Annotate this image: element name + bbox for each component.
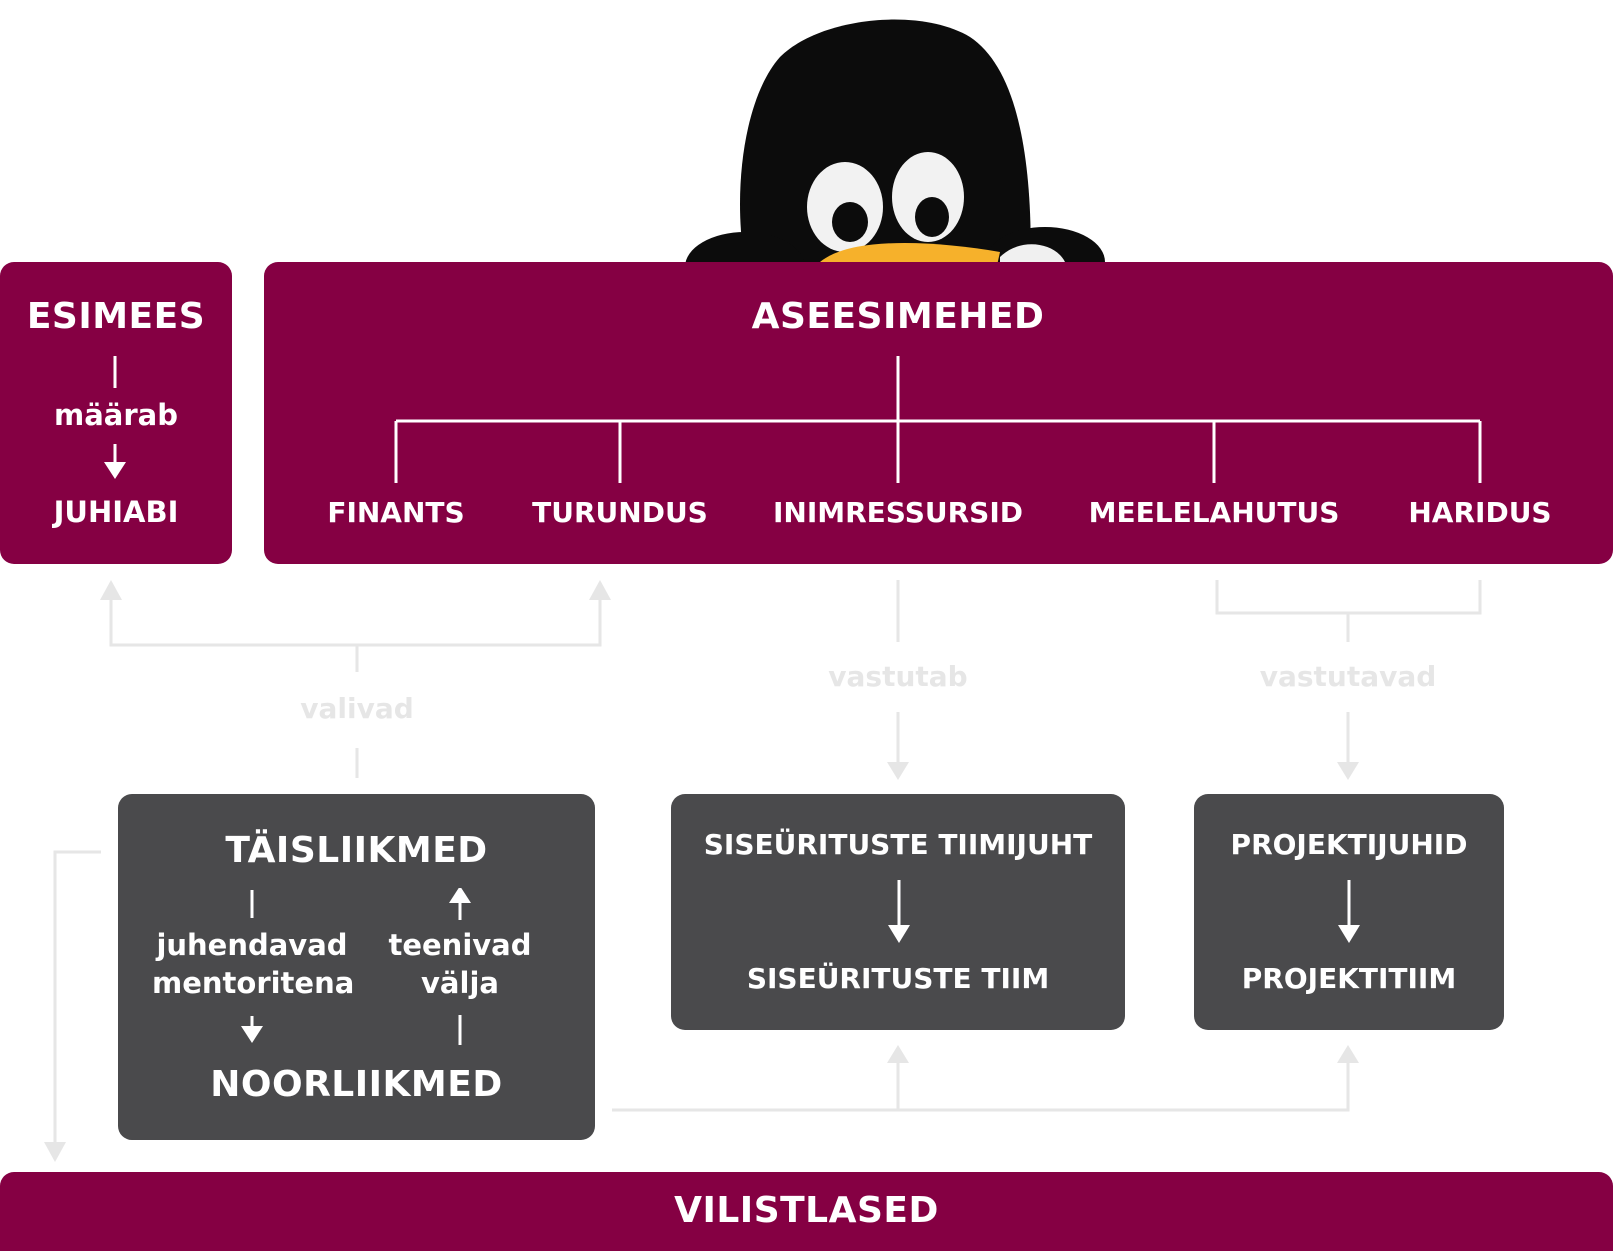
vastutab-label: vastutab xyxy=(828,660,968,693)
siseuritused-team-label: SISEÜRITUSTE TIIM xyxy=(746,962,1050,995)
vilistlased-bar xyxy=(0,1172,1613,1251)
role-haridus: HARIDUS xyxy=(1408,496,1552,529)
arrowhead-down-projektid xyxy=(1337,762,1359,780)
esimees-title: ESIMEES xyxy=(26,296,206,337)
role-inimressursid: INIMRESSURSID xyxy=(772,496,1024,529)
noorliikmed-label: NOORLIIKMED xyxy=(210,1064,503,1105)
siseuritused-lead-label: SISEÜRITUSTE TIIMIJUHT xyxy=(703,828,1093,861)
arrowhead-up-siseuritused xyxy=(887,1045,909,1063)
members-box xyxy=(118,794,595,1140)
juhendavad-label: juhendavad xyxy=(156,928,348,962)
role-turundus: TURUNDUS xyxy=(532,496,708,529)
role-finants: FINANTS xyxy=(327,496,465,529)
juhiabi-label: JUHIABI xyxy=(53,495,179,529)
role-meelelahutus: MEELELAHUTUS xyxy=(1088,496,1340,529)
alumni-left-line xyxy=(53,850,101,1145)
vastutavad-label: vastutavad xyxy=(1259,660,1437,693)
vilistlased-label: VILISTLASED xyxy=(674,1190,939,1231)
projektijuhid-label: PROJEKTIJUHID xyxy=(1230,828,1468,861)
members-arrows xyxy=(241,888,471,1045)
projektid-arrow xyxy=(1338,880,1360,943)
valja-label: välja xyxy=(421,966,499,1000)
arrowhead-up-turundus xyxy=(589,580,611,600)
arrowhead-down-alumni xyxy=(44,1142,66,1162)
siseuritused-arrow xyxy=(888,880,910,943)
arrowhead-up-esimees xyxy=(100,580,122,600)
arrowhead-up-projektid xyxy=(1337,1045,1359,1063)
arrowhead-down-siseuritused xyxy=(887,762,909,780)
projektitiim-label: PROJEKTITIIM xyxy=(1241,962,1457,995)
valivad-bracket xyxy=(109,598,602,647)
teenivad-label: teenivad xyxy=(388,928,532,962)
taisliikmed-label: TÄISLIIKMED xyxy=(225,830,488,871)
esimees-arrow xyxy=(104,356,126,479)
aseesimehed-tree xyxy=(394,356,1482,483)
esimees-box xyxy=(0,262,232,564)
valivad-label: valivad xyxy=(300,692,414,725)
mentoritena-label: mentoritena xyxy=(152,966,355,1000)
aseesimehed-box xyxy=(264,262,1613,564)
aseesimehed-title: ASEESIMEHED xyxy=(751,296,1045,337)
maarab-label: määrab xyxy=(54,398,178,432)
bottom-bracket xyxy=(612,1060,1350,1112)
